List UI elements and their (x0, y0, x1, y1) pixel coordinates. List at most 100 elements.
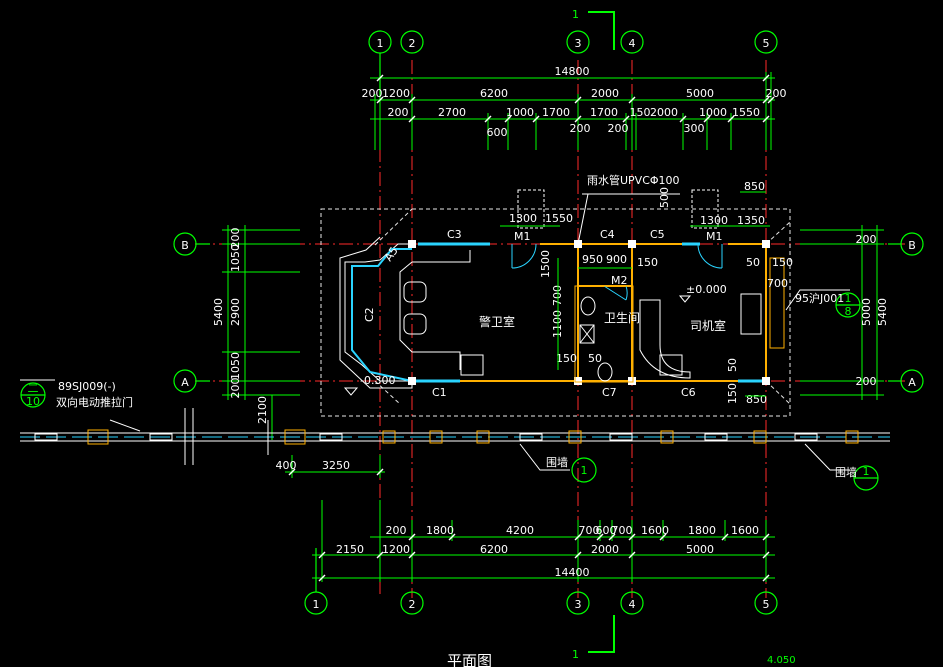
dim-gate-1: 3250 (322, 459, 350, 472)
dim-top-r2-7: 1000 (699, 106, 727, 119)
dim-top-r2-3: 1700 (542, 106, 570, 119)
axis-label-left-A: A (181, 376, 189, 389)
axis-label-bottom-4: 4 (629, 598, 636, 611)
side-dimension-text: 200 1050 5400 2900 1050 200 2100 200 500… (212, 228, 889, 425)
axis-label-right-A: A (908, 376, 916, 389)
dim-bot-r1-4: 600 (596, 524, 617, 537)
axis-bubble-bottom-3 (566, 591, 590, 615)
window-tag-C6: C6 (681, 386, 696, 399)
dim-top-r1-3: 2000 (591, 87, 619, 100)
dim-top-r2-6: 2000 (650, 106, 678, 119)
wall-circle-den: 8 (845, 305, 852, 318)
axis-lines (195, 60, 905, 598)
bottom-dimension-lines (285, 455, 775, 582)
fence-ref-circle-1 (571, 457, 597, 483)
dim-bot-r1-6: 1600 (641, 524, 669, 537)
dim-top-r2-8: 1550 (732, 106, 760, 119)
dim-left-5: 200 (229, 378, 242, 399)
axis-bubble-bottom-2 (400, 591, 424, 615)
dim-top-r1-0: 200 (362, 87, 383, 100)
dim-top-r3-3: 300 (684, 122, 705, 135)
fixtures (403, 281, 762, 383)
scale-note: 4.050 (767, 655, 796, 666)
dim-bot-r1-2: 4200 (506, 524, 534, 537)
svg-text:700: 700 (767, 277, 788, 290)
svg-text:150: 150 (637, 256, 658, 269)
svg-text:500: 500 (658, 187, 671, 208)
axis-bubbles (173, 30, 924, 615)
gate-circle-den: 10 (26, 395, 40, 408)
axis-label-top-2: 2 (409, 37, 416, 50)
axis-label-top-4: 4 (629, 37, 636, 50)
dim-left-3: 2900 (229, 298, 242, 326)
axis-label-top-1: 1 (377, 37, 384, 50)
svg-text:1300: 1300 (700, 214, 728, 227)
dim-top-r1-1: 1200 (382, 87, 410, 100)
axis-label-bottom-1: 1 (313, 598, 320, 611)
section-mark-bottom-label: 1 (572, 648, 579, 661)
axis-bubble-top-3 (566, 30, 590, 54)
fence-label-2: 围墙 (835, 465, 857, 479)
glass-wall-left (351, 248, 413, 382)
svg-text:850: 850 (744, 180, 765, 193)
svg-text:50: 50 (726, 358, 739, 372)
doors (511, 243, 723, 301)
axis-label-top-3: 3 (575, 37, 582, 50)
top-dimension-ticks (376, 74, 775, 123)
window-tag-C3: C3 (447, 228, 462, 241)
dim-bot-r2-4: 5000 (686, 543, 714, 556)
dim-bot-r2-2: 6200 (480, 543, 508, 556)
fence (20, 408, 890, 471)
svg-text:150: 150 (772, 256, 793, 269)
pipe-label: 雨水管UPVCΦ100 (587, 173, 680, 187)
section-mark-bottom (588, 615, 615, 653)
dim-top-r3-2: 200 (608, 122, 629, 135)
axis-label-top-5: 5 (763, 37, 770, 50)
svg-text:150: 150 (556, 352, 577, 365)
dim-bot-r1-3: 700 (579, 524, 600, 537)
dim-top-r3-1: 200 (570, 122, 591, 135)
dim-bot-r2-3: 2000 (591, 543, 619, 556)
window-tag-C5: C5 (650, 228, 665, 241)
wall-ref-leader (785, 289, 850, 311)
dim-bot-total: 14400 (555, 566, 590, 579)
fence-label-1: 围墙 (546, 455, 568, 469)
svg-text:950: 950 (582, 253, 603, 266)
pipe-leader (577, 193, 589, 245)
dim-right-0: 200 (856, 233, 877, 246)
window-tag-C1: C1 (432, 386, 447, 399)
bottom-dimension-ticks (288, 468, 770, 582)
dim-left-1: 1050 (229, 244, 242, 272)
dim-left-2: 5400 (212, 298, 225, 326)
axis-label-left-B: B (181, 239, 189, 252)
dim-bot-r1-5: 700 (612, 524, 633, 537)
fence-circle-2-num: 1 (863, 465, 870, 478)
drawing-title: 平面图 (447, 652, 492, 667)
dim-top-r1-4: 5000 (686, 87, 714, 100)
axis-bubble-top-2 (400, 30, 424, 54)
dim-left-6: 2100 (256, 396, 269, 424)
dim-top-r3-0: 600 (487, 126, 508, 139)
window-tag-C4: C4 (600, 228, 615, 241)
door-tag-M1-right: M1 (706, 230, 723, 243)
svg-text:50: 50 (588, 352, 602, 365)
door-tag-M2: M2 (611, 274, 628, 287)
axis-bubble-bottom-5 (754, 591, 778, 615)
axis-bubble-top-4 (620, 30, 644, 54)
svg-text:1300: 1300 (509, 212, 537, 225)
axis-label-right-B: B (908, 239, 916, 252)
svg-text:1500: 1500 (539, 250, 552, 278)
gate-circle-num: 二 (28, 382, 39, 395)
axis-label-bottom-3: 3 (575, 598, 582, 611)
canopy-outline (320, 208, 791, 417)
axis-bubble-bottom-4 (620, 591, 644, 615)
window-tag-C7: C7 (602, 386, 617, 399)
wall-circle-num: 1 (845, 292, 852, 305)
dim-top-r2-5: 150 (630, 106, 651, 119)
dim-bot-r1-1: 1800 (426, 524, 454, 537)
svg-text:50: 50 (746, 256, 760, 269)
downpipe-recess (769, 257, 785, 349)
dim-right-2: 5400 (876, 298, 889, 326)
svg-text:900: 900 (606, 253, 627, 266)
